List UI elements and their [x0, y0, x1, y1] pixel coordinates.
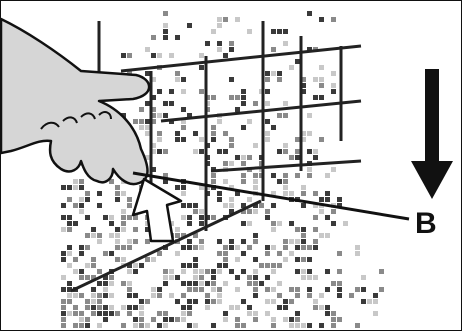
- callout-label-b: B: [415, 209, 437, 239]
- up-arrow-icon: [133, 179, 181, 241]
- down-arrow-icon: [411, 69, 453, 199]
- pointing-hand-icon: [1, 19, 149, 184]
